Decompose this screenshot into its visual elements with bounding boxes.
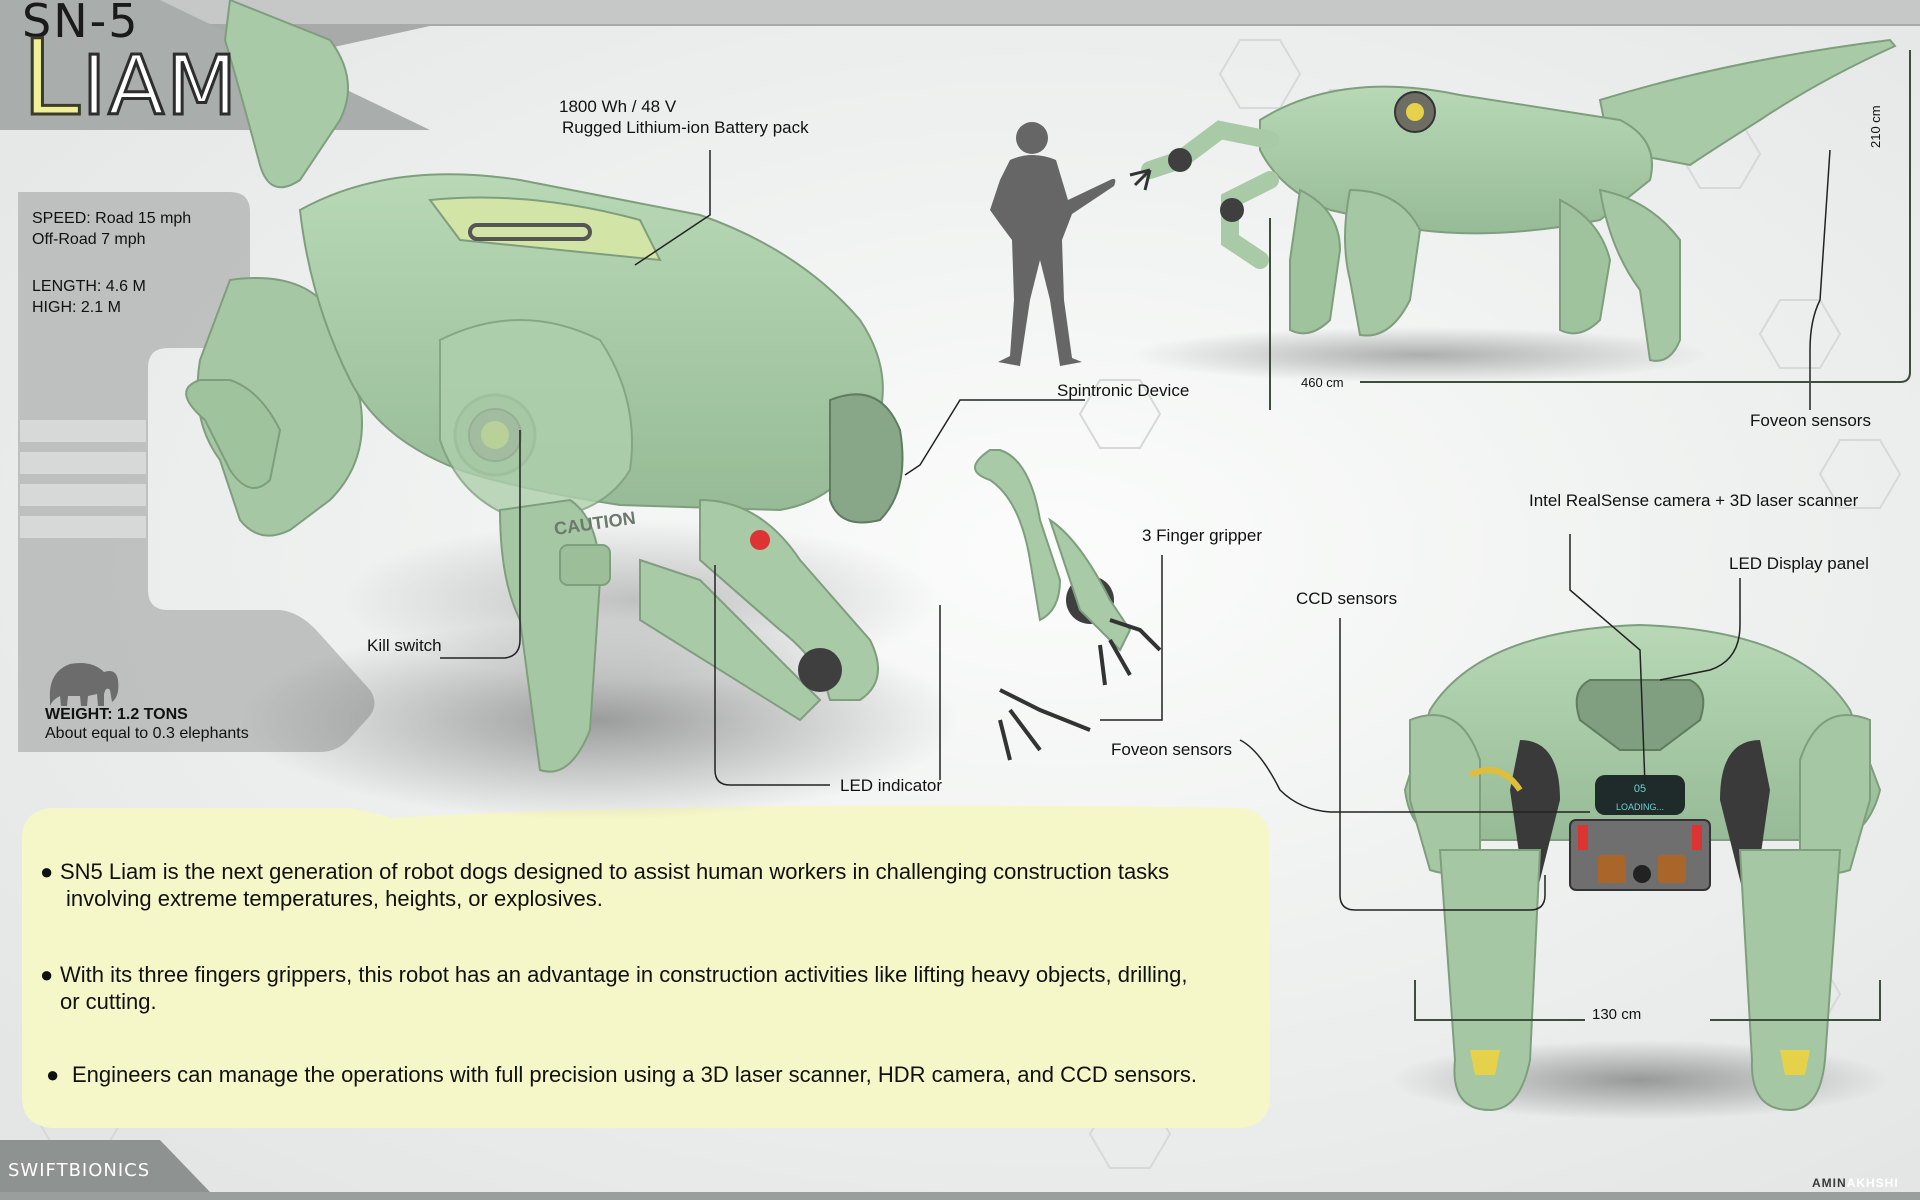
front-view-robot-illustration: 05 LOADING...	[1390, 623, 1890, 1120]
description-item-2: ● With its three fingers grippers, this …	[40, 961, 1250, 1015]
weight-info: WEIGHT: 1.2 TONS About equal to 0.3 elep…	[45, 705, 249, 743]
side-view-robot-illustration	[1129, 38, 1897, 383]
callout-realsense-camera: Intel RealSense camera + 3D laser scanne…	[1529, 491, 1859, 510]
description-item-2-line-2: or cutting.	[60, 989, 157, 1014]
weight-label: WEIGHT: 1.2 TONS	[45, 706, 188, 723]
callout-spintronic: Spintronic Device	[1057, 381, 1190, 400]
callout-kill-switch: Kill switch	[367, 636, 442, 655]
elephant-icon	[49, 663, 119, 706]
artist-credit: AMINAKHSHI	[1812, 1176, 1899, 1190]
callout-led-indicator: LED indicator	[840, 776, 943, 795]
callout-lines	[440, 149, 1831, 911]
description-item-1-line-2: involving extreme temperatures, heights,…	[66, 886, 603, 911]
description-item-2-line-1: With its three fingers grippers, this ro…	[60, 962, 1188, 987]
artist-credit-last: AKHSHI	[1846, 1176, 1899, 1190]
dimension-height: 210 cm	[1868, 105, 1883, 148]
top-stripe	[0, 0, 1920, 24]
description-item-1-line-1: SN5 Liam is the next generation of robot…	[60, 859, 1170, 884]
brand-backdrop	[0, 1140, 210, 1192]
artist-credit-first: AMIN	[1812, 1176, 1847, 1190]
robot-name-rest: IAM	[80, 38, 239, 136]
display-status: LOADING...	[1616, 802, 1664, 812]
description-item-3-line-1: Engineers can manage the operations with…	[72, 1062, 1198, 1087]
description-item-3: ● Engineers can manage the operations wi…	[46, 1061, 1256, 1088]
callout-battery-type: Rugged Lithium-ion Battery pack	[562, 118, 809, 137]
bullet-icon: ●	[40, 859, 54, 884]
description-panel	[22, 805, 1270, 1128]
callout-foveon-sensors-front: Foveon sensors	[1111, 740, 1232, 759]
bullet-icon: ●	[46, 1062, 60, 1087]
callout-ccd-sensors: CCD sensors	[1296, 589, 1398, 608]
spec-panel	[18, 192, 375, 752]
spec-high: HIGH: 2.1 M	[32, 299, 121, 316]
main-robot-illustration: CAUTION	[185, 0, 1162, 820]
robot-name-initial: L	[21, 17, 82, 139]
dimension-lines	[1269, 50, 1911, 1021]
spec-panel-stripes	[20, 420, 146, 538]
model-code: SN-5	[22, 0, 140, 48]
spec-length: LENGTH: 4.6 M	[32, 278, 146, 295]
callout-led-display-panel: LED Display panel	[1729, 554, 1869, 573]
spec-speed-offroad: Off-Road 7 mph	[32, 231, 146, 248]
weight-note: About equal to 0.3 elephants	[45, 725, 249, 742]
dimension-width: 130 cm	[1592, 1006, 1642, 1023]
robot-name: LIAM	[21, 25, 239, 136]
callout-foveon-sensors-side: Foveon sensors	[1750, 411, 1871, 430]
display-number: 05	[1634, 783, 1646, 795]
dimension-length: 460 cm	[1301, 375, 1344, 390]
spec-speed-road: SPEED: Road 15 mph	[32, 210, 192, 227]
brand-logo: SWIFTBIONICS	[8, 1160, 151, 1181]
callout-battery-spec: 1800 Wh / 48 V	[559, 97, 677, 116]
description-item-1: ● SN5 Liam is the next generation of rob…	[40, 858, 1250, 912]
bullet-icon: ●	[40, 962, 54, 987]
spec-list: SPEED: Road 15 mph Off-Road 7 mph LENGTH…	[32, 208, 191, 318]
human-silhouette	[990, 122, 1116, 366]
callout-finger-gripper: 3 Finger gripper	[1142, 526, 1263, 545]
bottom-stripe	[0, 1192, 1920, 1200]
